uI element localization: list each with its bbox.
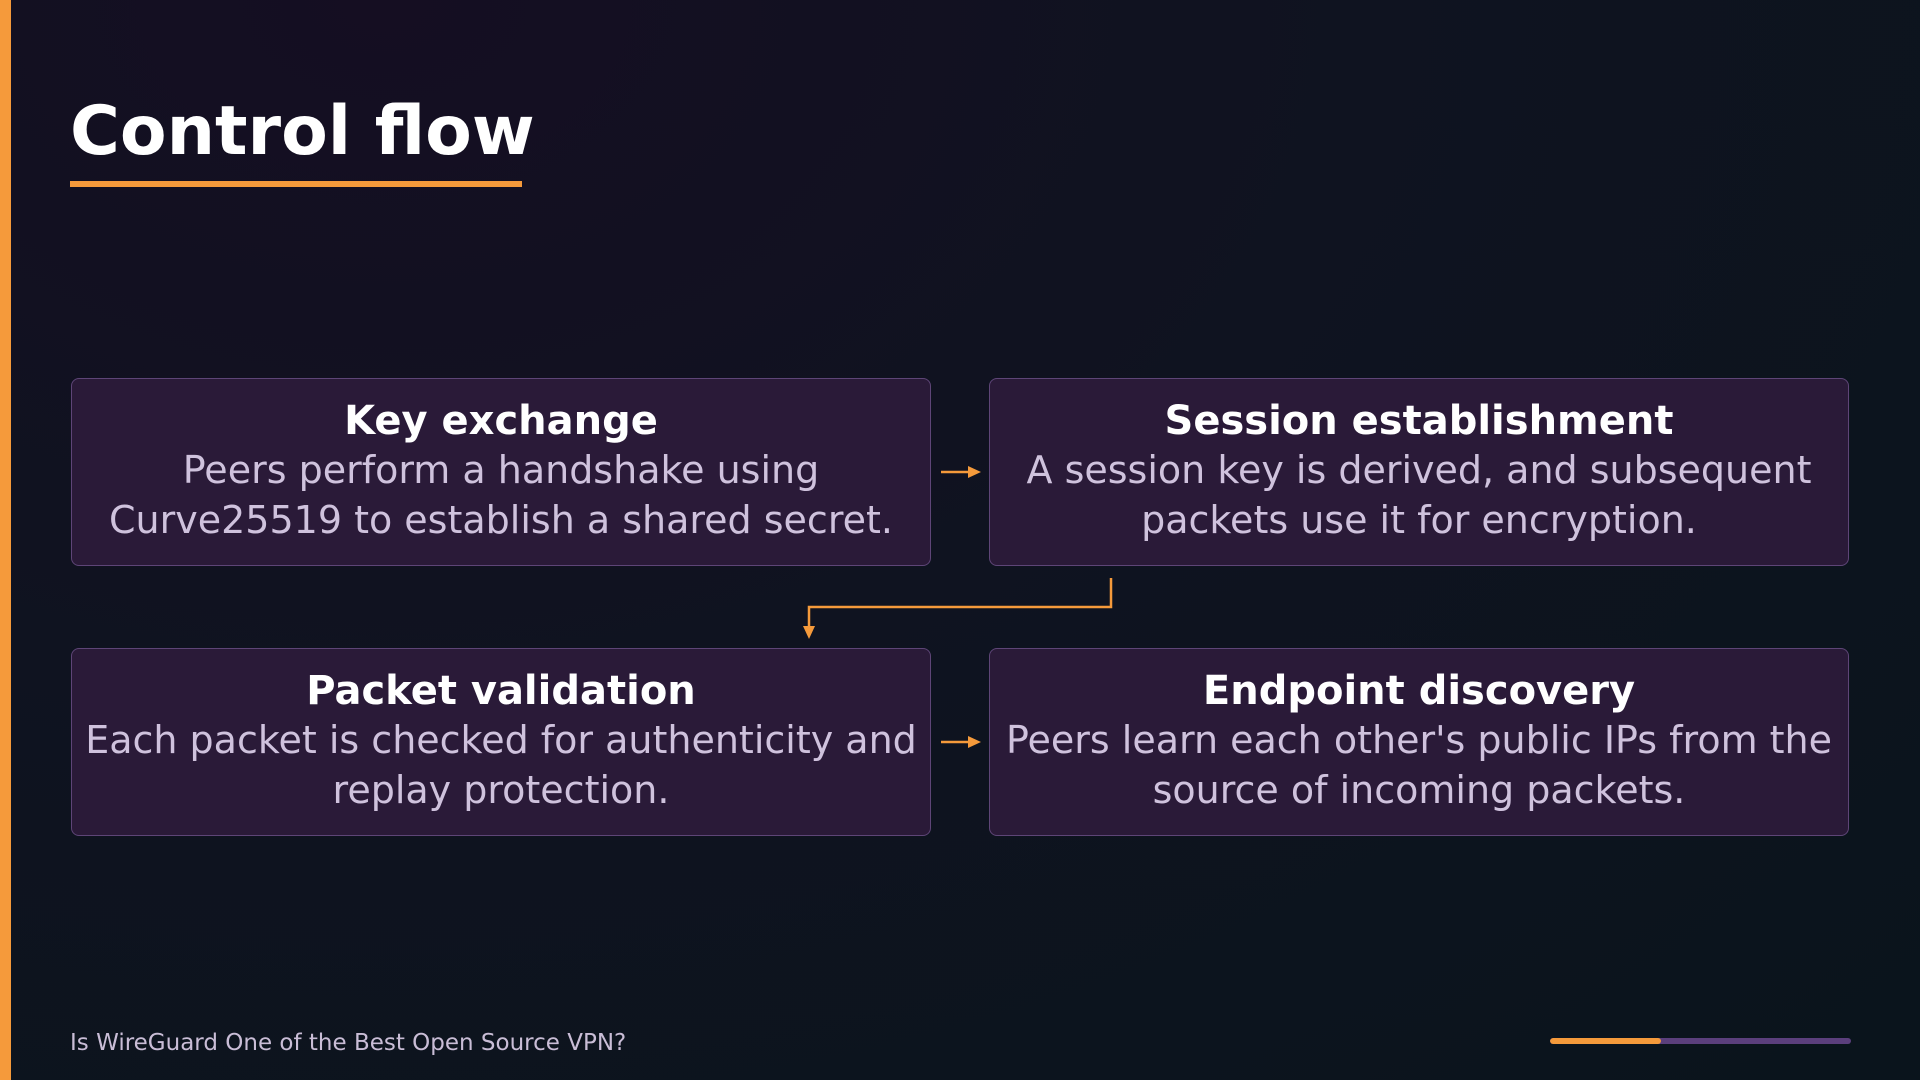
- slide-progress-fill: [1550, 1038, 1662, 1044]
- step-description: Peers perform a handshake using Curve255…: [109, 448, 893, 542]
- step-description: A session key is derived, and subsequent…: [1026, 448, 1812, 542]
- step-description: Each packet is checked for authenticity …: [85, 718, 917, 812]
- step-card-key-exchange: Key exchange Peers perform a handshake u…: [71, 378, 931, 566]
- step-title: Packet validation: [306, 668, 696, 714]
- step-card-session-establishment: Session establishment A session key is d…: [989, 378, 1849, 566]
- left-accent-bar: [0, 0, 11, 1080]
- step-title: Endpoint discovery: [1202, 668, 1636, 714]
- footer-text: Is WireGuard One of the Best Open Source…: [70, 1030, 627, 1056]
- arrow-session-to-packet-validation: [803, 578, 1113, 639]
- arrow-key-exchange-to-session: [941, 466, 981, 478]
- slide-progress-bar: [1550, 1038, 1851, 1044]
- step-description: Peers learn each other's public IPs from…: [1005, 718, 1833, 812]
- step-card-packet-validation: Packet validation Each packet is checked…: [71, 648, 931, 836]
- step-title: Key exchange: [344, 398, 658, 444]
- step-title: Session establishment: [1164, 398, 1674, 444]
- arrow-packet-validation-to-endpoint: [941, 736, 981, 748]
- title-underline: [70, 181, 522, 187]
- step-card-endpoint-discovery: Endpoint discovery Peers learn each othe…: [989, 648, 1849, 836]
- slide-title: Control flow: [70, 92, 535, 171]
